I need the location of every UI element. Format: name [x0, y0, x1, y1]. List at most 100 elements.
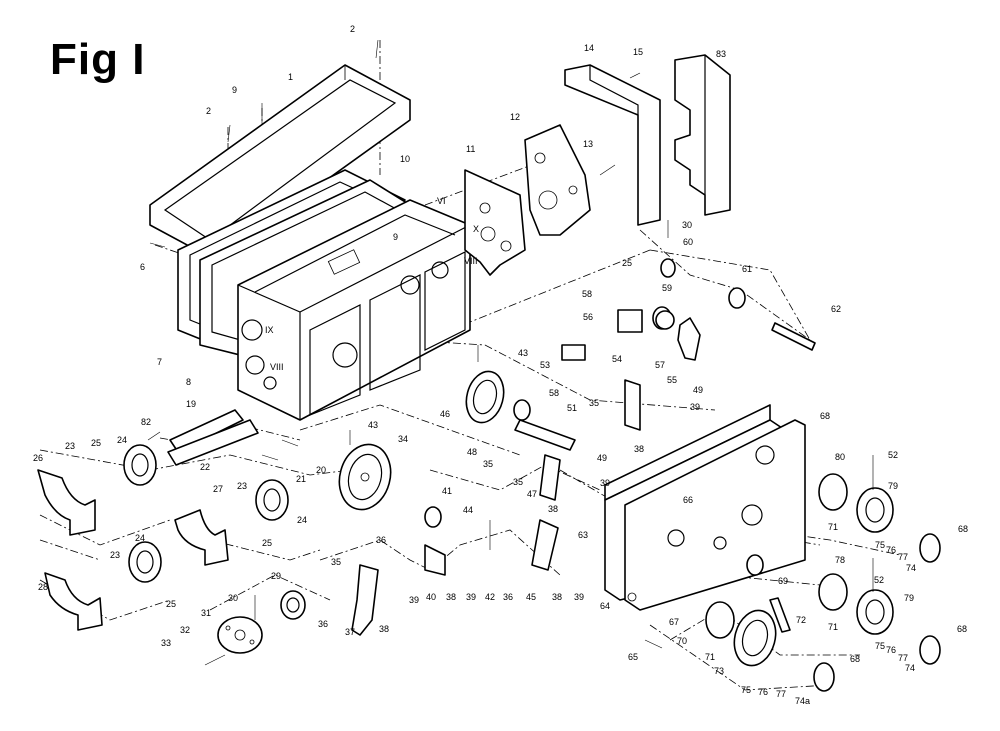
part-label: 63: [578, 530, 588, 540]
part-label: 36: [318, 619, 328, 629]
part-label: 24: [117, 435, 127, 445]
part-label: 23: [110, 550, 120, 560]
part-label: 30: [682, 220, 692, 230]
part-label: 28: [38, 582, 48, 592]
part-label: 56: [583, 312, 593, 322]
part-label: 74a: [795, 696, 810, 706]
part-label: 49: [693, 385, 703, 395]
part-label: 68: [820, 411, 830, 421]
screws-and-pins: [147, 39, 874, 666]
part-label: 52: [888, 450, 898, 460]
part-label: 38: [634, 444, 644, 454]
part-label: 46: [440, 409, 450, 419]
roman-label: VI: [437, 196, 446, 206]
part-label: 7: [157, 357, 162, 367]
part-label: 71: [828, 522, 838, 532]
part-label: 1: [288, 72, 293, 82]
part-label: 20: [316, 465, 326, 475]
part-label: 13: [583, 139, 593, 149]
part-label: 75: [875, 641, 885, 651]
top-cover-frame: [149, 64, 411, 261]
part-label: 48: [467, 447, 477, 457]
part-label: 60: [683, 237, 693, 247]
part-label: 36: [376, 535, 386, 545]
part-label: 70: [677, 636, 687, 646]
part-label: 11: [466, 144, 475, 154]
part-label: 9: [232, 85, 237, 95]
part-label: 83: [716, 49, 726, 59]
part-label: 23: [65, 441, 75, 451]
part-label: 59: [662, 283, 672, 293]
part-label: 23: [237, 481, 247, 491]
part-label: 72: [796, 615, 806, 625]
part-labels: 1 2 2 9 10 6 7 8 9 11 12 13 14 15 83 30 …: [33, 24, 968, 706]
part-label: 74: [906, 563, 916, 573]
part-label: 24: [297, 515, 307, 525]
part-label: 9: [393, 232, 398, 242]
part-label: 36: [503, 592, 513, 602]
part-label: 39: [466, 592, 476, 602]
roman-label: VIII: [270, 362, 284, 372]
part-label: 78: [835, 555, 845, 565]
part-label: 29: [271, 571, 281, 581]
end-plates: [604, 404, 806, 611]
part-label: 39: [574, 592, 584, 602]
part-label: 15: [633, 47, 643, 57]
part-label: 38: [379, 624, 389, 634]
part-label: 64: [600, 601, 610, 611]
part-label: 69: [778, 576, 788, 586]
part-label: 79: [888, 481, 898, 491]
part-label: 38: [552, 592, 562, 602]
figure-title: Fig I: [50, 35, 146, 84]
part-label: 35: [483, 459, 493, 469]
part-label: 61: [742, 264, 752, 274]
part-label: 40: [426, 592, 436, 602]
part-label: 77: [898, 653, 908, 663]
part-label: 71: [828, 622, 838, 632]
part-label: 35: [331, 557, 341, 567]
part-label: 65: [628, 652, 638, 662]
gearbox-housing: [237, 199, 471, 421]
part-label: 6: [140, 262, 145, 272]
part-label: 27: [213, 484, 223, 494]
part-label: 21: [296, 474, 306, 484]
roman-labels: VI X VIII IX VIII: [265, 196, 479, 372]
part-label: 31: [201, 608, 211, 618]
part-label: 41: [442, 486, 452, 496]
part-label: 8: [186, 377, 191, 387]
roman-label: IX: [265, 325, 274, 335]
part-label: 58: [582, 289, 592, 299]
part-label: 57: [655, 360, 665, 370]
part-label: 34: [398, 434, 408, 444]
part-label: 25: [622, 258, 632, 268]
part-label: 47: [527, 489, 537, 499]
part-label: 77: [898, 552, 908, 562]
part-label: 52: [874, 575, 884, 585]
part-label: 25: [91, 438, 101, 448]
part-label: 2: [350, 24, 355, 34]
gear-assemblies: [705, 473, 941, 692]
levers: [351, 309, 701, 636]
part-label: 55: [667, 375, 677, 385]
part-label: 76: [758, 687, 768, 697]
part-label: 66: [683, 495, 693, 505]
angle-bracket: [564, 64, 661, 226]
part-label: 58: [549, 388, 559, 398]
part-label: 75: [741, 685, 751, 695]
part-label: 79: [904, 593, 914, 603]
part-label: 43: [368, 420, 378, 430]
part-label: 54: [612, 354, 622, 364]
part-label: 12: [510, 112, 520, 122]
side-cover-83: [674, 54, 731, 216]
part-label: 39: [409, 595, 419, 605]
part-label: 62: [831, 304, 841, 314]
part-label: 38: [446, 592, 456, 602]
part-label: 80: [835, 452, 845, 462]
part-label: 75: [875, 540, 885, 550]
part-label: 25: [166, 599, 176, 609]
part-label: 68: [958, 524, 968, 534]
part-label: 35: [589, 398, 599, 408]
part-label: 38: [548, 504, 558, 514]
part-label: 76: [886, 545, 896, 555]
